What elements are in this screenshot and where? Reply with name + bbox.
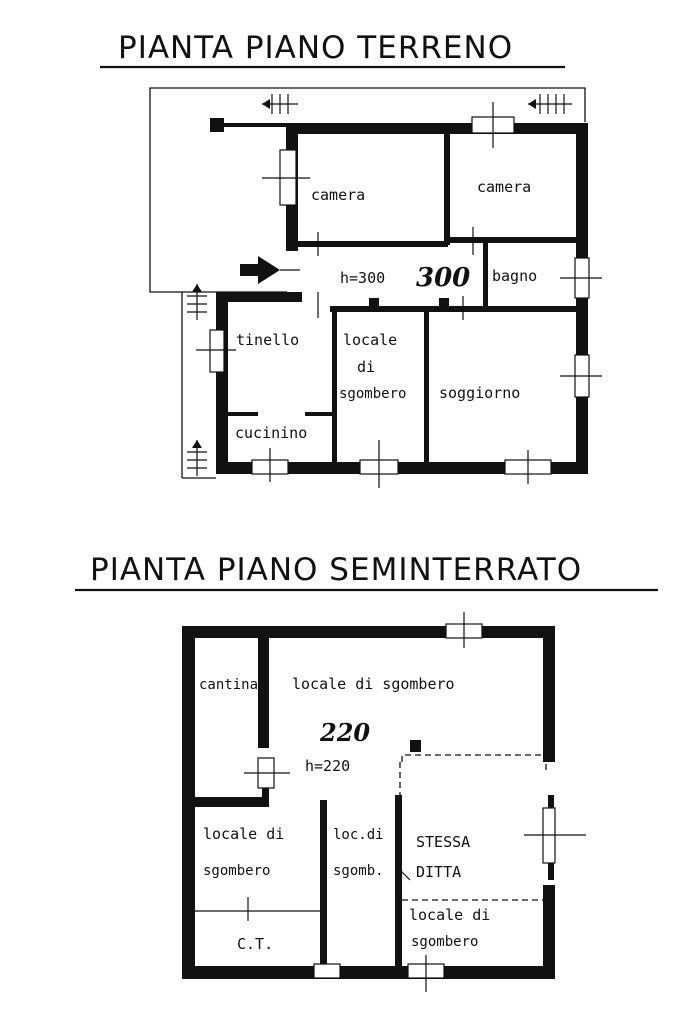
room-locale-right-line1: locale di xyxy=(409,906,490,924)
room-loc-mid-line1: loc.di xyxy=(333,827,384,843)
basement-height-handwritten: 220 xyxy=(319,718,370,747)
room-stessa-line1: STESSA xyxy=(416,833,470,851)
basement-window-right xyxy=(524,807,586,864)
wall-pillar xyxy=(410,740,421,752)
wall-mid-divider xyxy=(395,795,402,970)
room-tinello: tinello xyxy=(236,331,299,349)
wall-cucinino-right xyxy=(305,412,333,416)
stair-marker-top-right xyxy=(528,94,572,114)
stair-marker-top-left xyxy=(262,94,298,114)
basement-door-cantina xyxy=(244,757,290,789)
basement-wall-right-lower xyxy=(543,885,555,979)
room-locale-line2: di xyxy=(357,358,375,376)
basement-height-label: h=220 xyxy=(305,757,350,775)
room-camera-right: camera xyxy=(477,178,531,196)
stessa-ditta-dashed-top xyxy=(401,754,547,770)
ground-window-top xyxy=(471,102,515,148)
basement-wall-top xyxy=(182,626,555,638)
basement-title: PIANTA PIANO SEMINTERRATO xyxy=(90,552,582,588)
room-locale-left-line2: sgombero xyxy=(203,863,270,879)
room-ct: C.T. xyxy=(237,935,273,953)
ground-wall-top xyxy=(286,123,588,134)
stair-marker-left-upper xyxy=(187,284,207,320)
ground-wall-left-lower xyxy=(216,292,228,474)
wall-bagno-left xyxy=(483,240,488,310)
wall-cantina-right xyxy=(258,638,269,748)
wall-locale-left xyxy=(332,306,337,466)
door-mark xyxy=(399,869,411,881)
ground-window-tinello xyxy=(196,329,236,373)
room-locale-line1: locale xyxy=(343,331,397,349)
basement-window-bottom-left xyxy=(313,963,341,979)
pillar xyxy=(210,118,224,132)
ground-height-label: h=300 xyxy=(340,269,385,287)
entrance-arrow-icon xyxy=(240,256,280,284)
wall-corridor-bottom xyxy=(330,306,580,312)
room-cucinino: cucinino xyxy=(235,424,307,442)
wall-camera-right-bottom xyxy=(444,237,576,243)
basement-wall-right-upper xyxy=(543,626,555,762)
wall-camera-divider xyxy=(444,130,450,245)
room-bagno: bagno xyxy=(492,267,537,285)
room-locale-main: locale di sgombero xyxy=(292,675,455,693)
room-soggiorno: soggiorno xyxy=(439,384,520,402)
basement-wall-bottom xyxy=(182,966,555,979)
wall-cantina-bottom xyxy=(195,797,269,807)
ground-wall-bottom xyxy=(216,462,588,474)
stair-marker-left-lower xyxy=(187,440,207,476)
room-locale-left-line1: locale di xyxy=(203,825,284,843)
ground-window-bottom-right xyxy=(504,450,552,484)
ground-window-bottom-left xyxy=(251,448,289,482)
ground-floor-plan: PIANTA PIANO TERRENO xyxy=(100,30,602,488)
wall-cucinino-left xyxy=(228,412,258,416)
basement-wall-left xyxy=(182,626,195,979)
wall-camera-left-bottom xyxy=(298,241,448,247)
wall-locale-right xyxy=(424,306,429,466)
wall-cantina-corner xyxy=(262,782,269,807)
wall-pillar-2 xyxy=(439,298,449,308)
ground-floor-title: PIANTA PIANO TERRENO xyxy=(118,30,513,66)
ground-window-soggiorno xyxy=(560,354,602,398)
ground-height-handwritten: 300 xyxy=(416,263,470,293)
basement-window-top xyxy=(445,612,483,648)
ground-window-bottom-mid xyxy=(359,440,399,488)
ground-window-camera-left xyxy=(262,149,310,206)
wall-left-rooms-divider xyxy=(320,800,327,970)
basement-window-bottom-right xyxy=(407,955,445,992)
room-camera-left: camera xyxy=(311,186,365,204)
room-stessa-line2: DITTA xyxy=(416,863,461,881)
room-cantina: cantina xyxy=(199,677,258,693)
room-loc-mid-line2: sgomb. xyxy=(333,863,384,879)
room-locale-right-line2: sgombero xyxy=(411,934,478,950)
ground-wall-mid-left xyxy=(216,292,302,302)
room-locale-line3: sgombero xyxy=(339,386,406,402)
wall-pillar-1 xyxy=(369,298,379,308)
railing-wall xyxy=(224,123,290,127)
basement-plan: PIANTA PIANO SEMINTERRATO xyxy=(75,552,658,992)
ground-window-bagno xyxy=(560,257,602,299)
